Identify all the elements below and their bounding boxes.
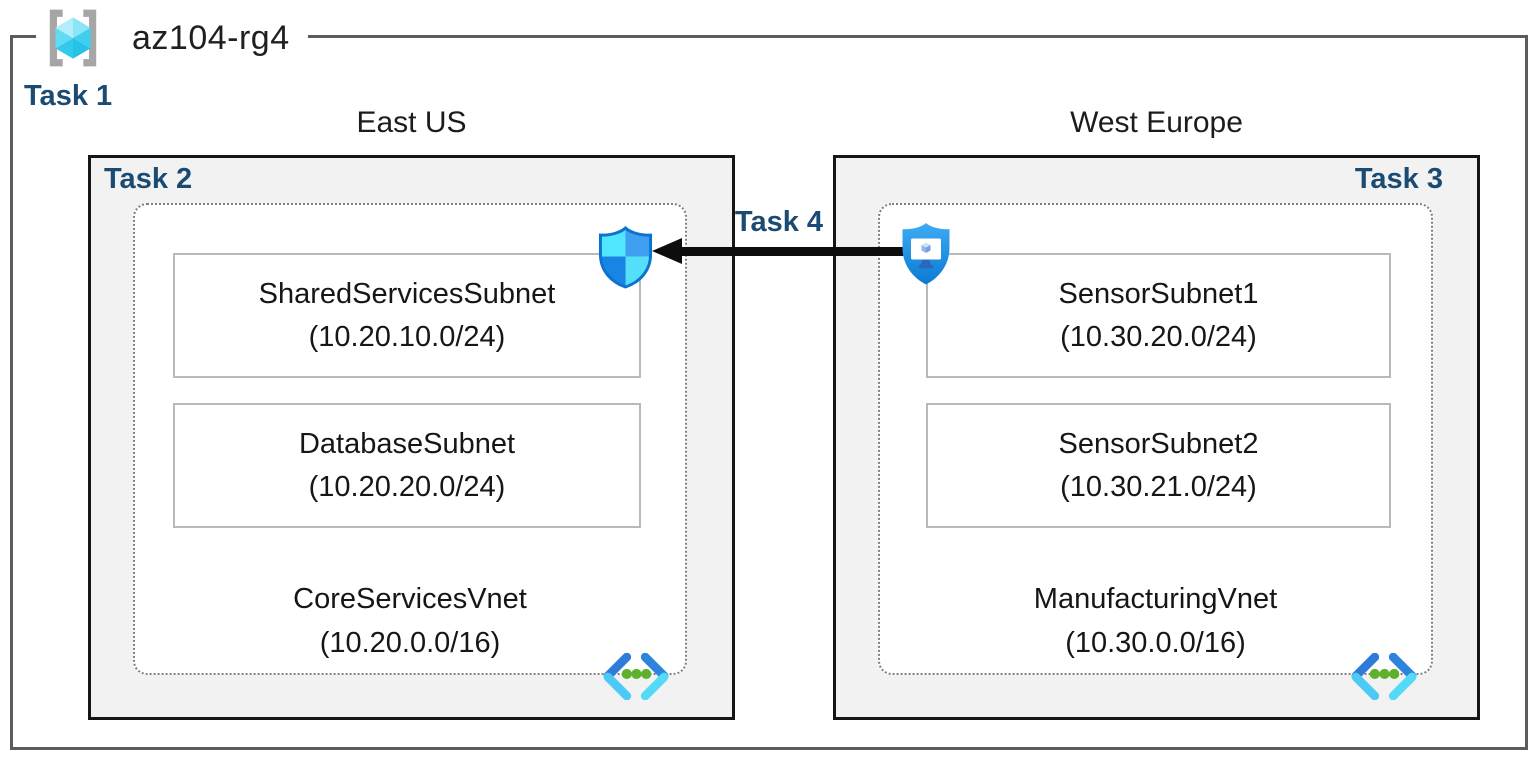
- subnet-box-sensorsubnet1: SensorSubnet1 (10.30.20.0/24): [926, 253, 1391, 378]
- subnet-name: SensorSubnet1: [1058, 277, 1259, 310]
- vnet-name: CoreServicesVnet: [293, 583, 527, 615]
- task4-label: Task 4: [734, 206, 824, 238]
- subnet-cidr: (10.20.10.0/24): [308, 320, 506, 353]
- region-title-east-us: East US: [356, 106, 467, 139]
- subnet-cidr: (10.30.21.0/24): [1060, 470, 1257, 503]
- subnet-cidr: (10.30.20.0/24): [1060, 320, 1257, 353]
- resource-group-name: az104-rg4: [132, 18, 290, 57]
- subnet-cidr: (10.20.20.0/24): [308, 470, 506, 503]
- subnet-name: DatabaseSubnet: [298, 427, 516, 460]
- subnet-name: SensorSubnet2: [1058, 427, 1259, 460]
- task3-label: Task 3: [1354, 163, 1443, 195]
- virtual-network-icon: [603, 653, 669, 700]
- subnet-box-sensorsubnet2: SensorSubnet2 (10.30.21.0/24): [926, 403, 1391, 528]
- resource-group-icon: [49, 9, 97, 67]
- vnet-label-manufacturingvnet: ManufacturingVnet (10.30.0.0/16): [878, 577, 1433, 665]
- subnet-name: SharedServicesSubnet: [258, 277, 556, 310]
- subnet-box-databasesubnet: DatabaseSubnet (10.20.20.0/24): [173, 403, 641, 528]
- peering-arrow-line: [678, 247, 908, 256]
- subnet-box-sharedservicessubnet: SharedServicesSubnet (10.20.10.0/24): [173, 253, 641, 378]
- resource-group-header: az104-rg4: [36, 2, 308, 74]
- region-title-west-europe: West Europe: [1070, 106, 1243, 139]
- task1-label: Task 1: [24, 80, 113, 112]
- vnet-label-coreservicesvnet: CoreServicesVnet (10.20.0.0/16): [133, 577, 687, 665]
- virtual-network-icon: [1351, 653, 1417, 700]
- bastion-shield-monitor-icon: [902, 223, 950, 285]
- vnet-name: ManufacturingVnet: [1033, 583, 1278, 615]
- resource-group-boundary: [10, 35, 1528, 750]
- task2-label: Task 2: [104, 163, 193, 195]
- vnet-cidr: (10.30.0.0/16): [1065, 627, 1246, 659]
- vnet-cidr: (10.20.0.0/16): [319, 627, 501, 659]
- network-security-group-shield-icon: [598, 226, 653, 289]
- peering-arrow-head: [652, 238, 682, 264]
